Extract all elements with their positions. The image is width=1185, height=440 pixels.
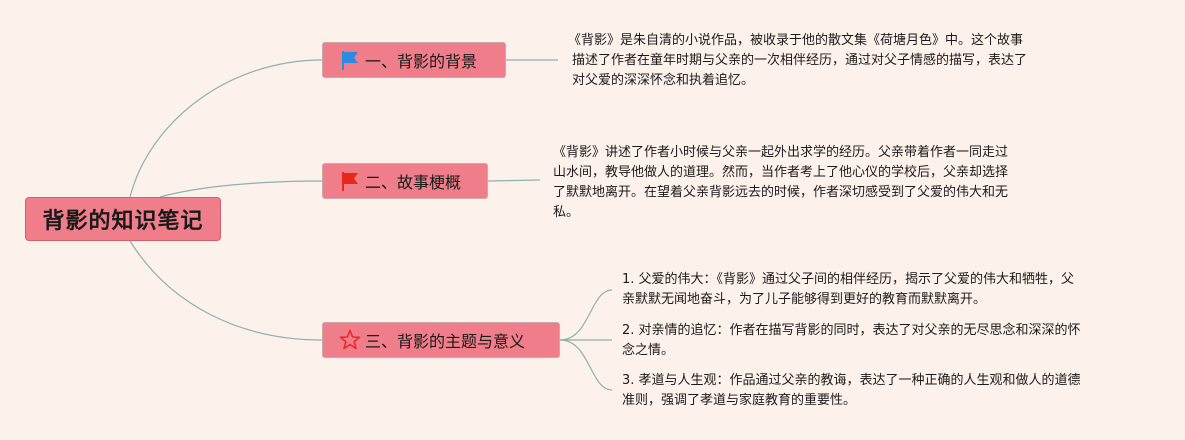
topic-themes[interactable]: 三、背影的主题与意义 [322, 322, 560, 358]
connector-root-topic1 [129, 59, 323, 198]
topic-label: 一、背影的背景 [365, 52, 478, 71]
background-text: 《背影》是朱自清的小说作品，被收录于他的散文集《荷塘月色》中。这个故事 描述了作… [568, 31, 1068, 91]
theme-item: 1. 父爱的伟大：《背影》通过父子间的相伴经历，揭示了父爱的伟大和牺牲，父 亲默… [622, 270, 1122, 310]
connector-root-topic2 [159, 180, 323, 198]
topic-summary[interactable]: 二、故事梗概 [322, 163, 488, 199]
text-line: 2. 对亲情的追忆：作者在描写背影的同时，表达了对父亲的无尽思念和深深的怀 [622, 323, 1081, 338]
text-line: 亲默默无闻地奋斗，为了儿子能够得到更好的教育而默默离开。 [622, 292, 987, 307]
text-line: 念之情。 [622, 343, 675, 358]
text-line: 3. 孝道与人生观：作品通过父亲的教诲，表达了一种正确的人生观和做人的道德 [622, 373, 1081, 388]
topic-label: 二、故事梗概 [365, 173, 462, 192]
text-line: 《背影》讲述了作者小时候与父亲一起外出求学的经历。父亲带着作者一同走过 [553, 145, 1009, 160]
connector-root-topic3 [129, 240, 323, 341]
text-line: 私。 [553, 205, 580, 220]
text-line: 描述了作者在童年时期与父亲的一次相伴经历，通过对父子情感的描写，表达了 [572, 53, 1028, 68]
text-line: 准则，强调了孝道与家庭教育的重要性。 [622, 393, 857, 408]
root-node[interactable]: 背影的知识笔记 [25, 197, 221, 241]
root-title: 背影的知识笔记 [42, 209, 204, 234]
topic-label: 三、背影的主题与意义 [365, 332, 526, 351]
theme-item: 2. 对亲情的追忆：作者在描写背影的同时，表达了对父亲的无尽思念和深深的怀 念之… [622, 321, 1122, 361]
summary-text: 《背影》讲述了作者小时候与父亲一起外出求学的经历。父亲带着作者一同走过 山水间，… [553, 143, 1053, 223]
connector-topic2-text [487, 179, 541, 182]
text-line: 1. 父爱的伟大：《背影》通过父子间的相伴经历，揭示了父爱的伟大和牺牲，父 [622, 272, 1075, 287]
flag-red-icon [342, 172, 358, 191]
star-outline-icon [339, 329, 361, 350]
text-line: 山水间，教导他做人的道理。然而，当作者考上了他心仪的学校后，父亲却选择 [553, 165, 1009, 180]
text-line: 了默默地离开。在望着父亲背影远去的时候，作者深切感受到了父爱的伟大和无 [553, 185, 1009, 200]
connector-topic3-item3 [559, 339, 613, 391]
text-line: 《背影》是朱自清的小说作品，被收录于他的散文集《荷塘月色》中。这个故事 [568, 33, 1024, 48]
flag-blue-icon [342, 51, 358, 70]
connector-topic3-item1 [559, 289, 613, 341]
theme-item: 3. 孝道与人生观：作品通过父亲的教诲，表达了一种正确的人生观和做人的道德 准则… [622, 371, 1122, 411]
topic-background[interactable]: 一、背影的背景 [322, 42, 506, 78]
text-line: 对父爱的深深怀念和执着追忆。 [572, 73, 755, 88]
